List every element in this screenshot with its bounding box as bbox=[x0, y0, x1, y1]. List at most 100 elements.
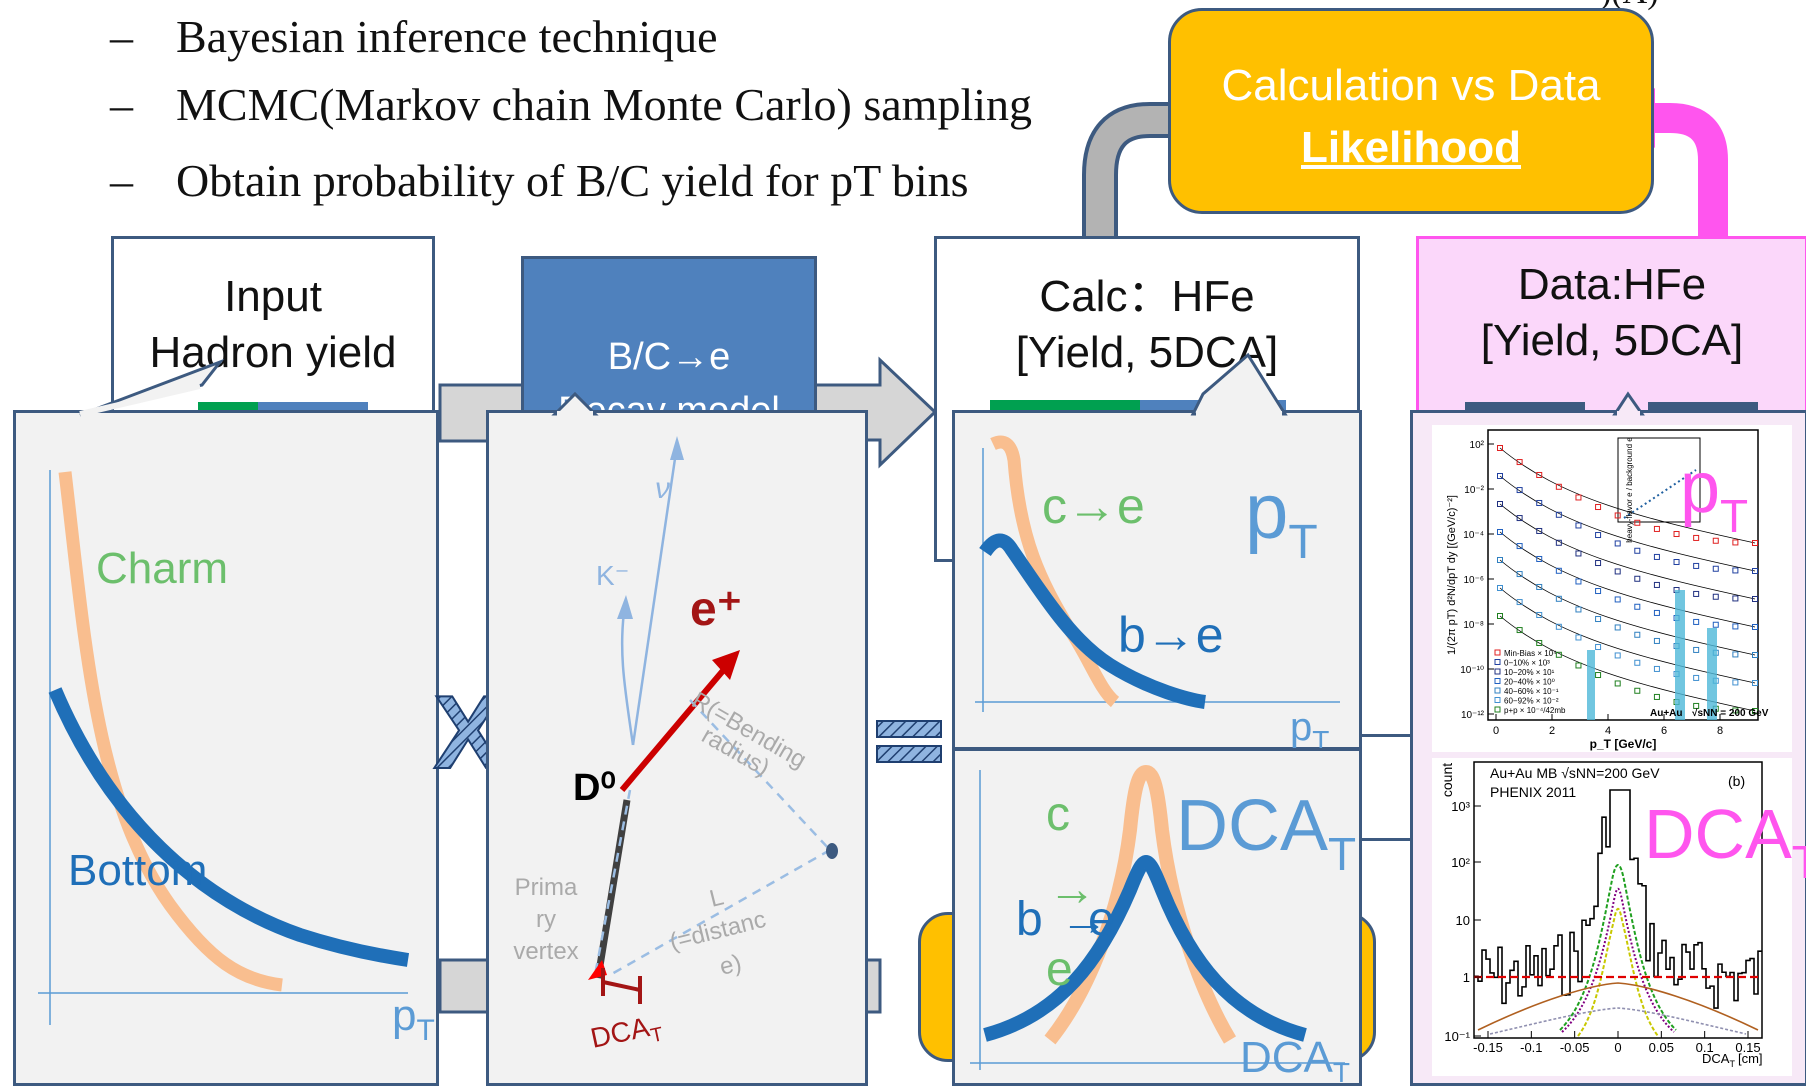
bullet-text: Bayesian inference technique bbox=[176, 11, 718, 62]
x-tick-label: -0.05 bbox=[1560, 1040, 1590, 1055]
yield-point bbox=[1536, 499, 1543, 506]
yield-point bbox=[1555, 539, 1562, 546]
legend-swatch bbox=[1494, 706, 1501, 713]
yield-point bbox=[1516, 459, 1523, 466]
yield-point bbox=[1712, 593, 1719, 600]
yield-point bbox=[1595, 672, 1602, 679]
decay-panel bbox=[486, 410, 868, 1086]
yield-point bbox=[1614, 512, 1621, 519]
legend-entry: 40−60% × 10⁻¹ bbox=[1504, 687, 1559, 696]
c-e-label: e bbox=[1046, 943, 1073, 996]
ce-label: c→e bbox=[1042, 478, 1145, 534]
b-label: b bbox=[1016, 893, 1043, 946]
yield-point bbox=[1575, 634, 1582, 641]
inset-ylabel: heavy-flavor e / background e bbox=[1625, 437, 1634, 543]
yield-point bbox=[1653, 581, 1660, 588]
yield-point bbox=[1634, 547, 1641, 554]
yield-point bbox=[1497, 473, 1503, 479]
yield-point bbox=[1555, 483, 1562, 490]
b-arrow-label: → bbox=[1060, 893, 1108, 946]
x-tick-label: 4 bbox=[1605, 725, 1611, 737]
b-e-label: e bbox=[1088, 893, 1115, 946]
yield-point bbox=[1673, 559, 1680, 566]
neutrino-track bbox=[631, 444, 679, 746]
yield-point bbox=[1595, 504, 1602, 511]
yield-point bbox=[1614, 652, 1621, 659]
yield-point bbox=[1634, 631, 1641, 638]
decay-title-line1: B/C→e bbox=[607, 336, 731, 378]
yield-point bbox=[1693, 562, 1700, 569]
be-label: b→e bbox=[1118, 607, 1224, 663]
yield-point bbox=[1516, 543, 1523, 550]
yield-point bbox=[1497, 613, 1503, 619]
distance-label-1: L bbox=[707, 883, 726, 912]
yield-point bbox=[1752, 680, 1758, 686]
yield-point bbox=[1693, 618, 1700, 625]
yield-xlabel: p_T [GeV/c] bbox=[1590, 737, 1657, 751]
bullet-marker: – bbox=[110, 11, 133, 62]
legend-entry: p+p × 10⁻⁴/42mb bbox=[1504, 706, 1566, 715]
x-tick-label: 0 bbox=[1614, 1040, 1621, 1055]
yield-point bbox=[1595, 532, 1602, 539]
yield-point bbox=[1575, 578, 1582, 585]
data-pt-big-label: pT bbox=[1680, 448, 1748, 542]
dca-tag: (b) bbox=[1728, 773, 1745, 789]
dca-xlabel: DCAT[cm] bbox=[1702, 1051, 1763, 1069]
c-label: c bbox=[1046, 788, 1070, 841]
likelihood-line2: Likelihood bbox=[1301, 123, 1521, 172]
legend-swatch bbox=[1494, 687, 1501, 694]
yield-point bbox=[1555, 511, 1562, 518]
data-to-likelihood-arrow bbox=[1655, 103, 1728, 245]
yield-point bbox=[1673, 531, 1680, 538]
yield-point bbox=[1653, 665, 1660, 672]
d0-label: D⁰ bbox=[573, 767, 616, 809]
yield-point bbox=[1555, 595, 1562, 602]
dca-grey-component bbox=[1489, 1007, 1747, 1035]
bullet-item: –Bayesian inference technique bbox=[110, 10, 718, 63]
neutrino-label: ν bbox=[655, 472, 670, 505]
input-title-line2: Hadron yield bbox=[149, 328, 397, 377]
yield-point bbox=[1555, 651, 1562, 658]
bullet-item: –Obtain probability of B/C yield for pT … bbox=[110, 154, 969, 207]
equals-bar bbox=[876, 745, 942, 763]
yield-point bbox=[1634, 575, 1641, 582]
yield-point bbox=[1536, 611, 1543, 618]
dca-histogram bbox=[1474, 789, 1762, 1009]
legend-entry: 10−20% × 10¹ bbox=[1504, 668, 1555, 677]
yield-point bbox=[1614, 624, 1621, 631]
yield-point bbox=[1752, 708, 1758, 714]
legend-swatch bbox=[1494, 649, 1501, 656]
yield-point bbox=[1575, 606, 1582, 613]
calc-title-line1: Calc：HFe bbox=[1039, 272, 1255, 321]
x-tick-label: -0.15 bbox=[1473, 1040, 1503, 1055]
primary-label-1: Prima bbox=[515, 874, 578, 901]
yield-point bbox=[1497, 557, 1503, 563]
yield-point bbox=[1536, 555, 1543, 562]
likelihood-line1: Calculation vs Data bbox=[1221, 61, 1601, 110]
yield-ylabel: 1/(2π pT) d²N/dpT dy [(GeV/c)⁻²] bbox=[1446, 495, 1458, 655]
c-arrow-label: → bbox=[1048, 863, 1096, 916]
yield-point bbox=[1693, 590, 1700, 597]
kaon-track bbox=[620, 604, 635, 746]
yield-point bbox=[1752, 596, 1758, 602]
yield-point bbox=[1575, 550, 1582, 557]
yield-fit-curve bbox=[1499, 447, 1756, 544]
yield-point bbox=[1732, 595, 1739, 602]
yield-point bbox=[1693, 674, 1700, 681]
yield-point bbox=[1634, 519, 1641, 526]
yield-point bbox=[1693, 534, 1700, 541]
y-tick-label: 10⁻⁶ bbox=[1463, 575, 1484, 586]
charm-curve bbox=[58, 471, 283, 992]
y-tick-label: 10⁻¹ bbox=[1444, 1029, 1470, 1044]
bullet-marker: – bbox=[110, 79, 133, 130]
x-tick-label: 0.15 bbox=[1735, 1040, 1760, 1055]
legend-swatch bbox=[1494, 678, 1501, 684]
y-tick-label: 10 bbox=[1456, 913, 1470, 928]
yield-point bbox=[1752, 568, 1758, 574]
